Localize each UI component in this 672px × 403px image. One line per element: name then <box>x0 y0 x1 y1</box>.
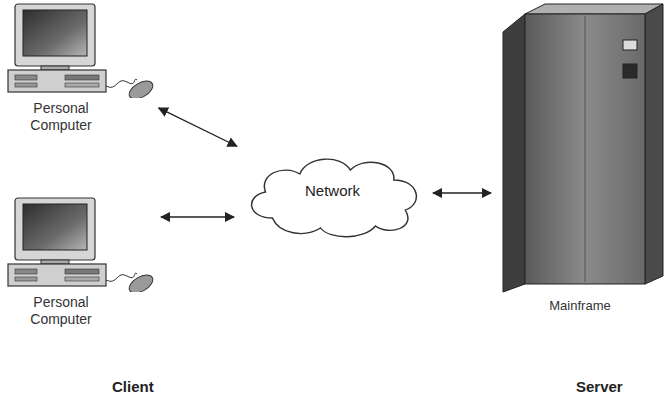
group-caption: Client <box>112 378 154 395</box>
label-text: Personal Computer <box>22 100 100 134</box>
mainframe-label: Mainframe <box>495 298 665 313</box>
mainframe-node: Mainframe <box>495 2 665 316</box>
label-text: Personal Computer <box>22 294 100 328</box>
network-label: Network <box>238 182 427 199</box>
computer-node: Personal Computer <box>5 2 155 137</box>
network-cloud: Network <box>238 148 427 238</box>
computer-label: Personal Computer <box>13 100 109 134</box>
computer-illustration <box>5 196 155 292</box>
connector-arrow <box>433 192 491 193</box>
mainframe-illustration <box>495 2 665 294</box>
computer-illustration <box>5 2 155 98</box>
group-caption: Server <box>576 378 623 395</box>
connector-arrow <box>161 216 234 217</box>
computer-node: Personal Computer <box>5 196 155 331</box>
computer-label: Personal Computer <box>13 294 109 328</box>
connector-arrow <box>159 108 237 146</box>
